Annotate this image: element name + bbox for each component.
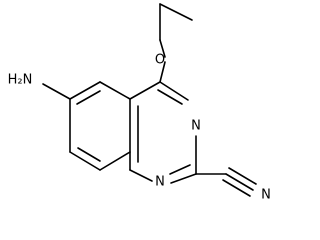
bond-o-c4 bbox=[159, 61, 166, 83]
bond-c2-n1 bbox=[170, 173, 197, 184]
bond-c4a-c5 bbox=[99, 81, 131, 100]
bond-n1-c8a bbox=[129, 169, 153, 182]
bond-c4-c4a bbox=[129, 81, 161, 100]
amine-label: H₂N bbox=[8, 73, 33, 88]
bond-ethyl-ch3 bbox=[159, 3, 193, 21]
bond-c7-c8-inner bbox=[77, 147, 101, 162]
bond-c5-c6-inner bbox=[76, 90, 101, 105]
bond-c5-c6 bbox=[69, 81, 101, 100]
n1-label: N bbox=[155, 175, 165, 190]
bond-c8-c8a bbox=[99, 151, 131, 171]
bond-c6-nh2 bbox=[42, 83, 71, 100]
n3-label: N bbox=[191, 119, 201, 134]
bond-c2-n1-inner bbox=[169, 164, 191, 175]
bond-c4-n3 bbox=[159, 81, 189, 101]
bond-c4-n3-inner bbox=[157, 89, 183, 105]
bond-cn-triple-3 bbox=[222, 179, 251, 197]
bond-cn-triple-2 bbox=[228, 167, 257, 185]
nitrile-n-label: N bbox=[261, 188, 271, 203]
oxygen-label: O bbox=[155, 53, 165, 68]
structure-diagram: O N N N H₂N bbox=[7, 3, 271, 203]
bond-c7-c8 bbox=[69, 151, 101, 171]
molecule-drawing: O N N N H₂N bbox=[8, 3, 271, 203]
bond-cn-triple-1 bbox=[225, 173, 254, 191]
bond-ch2-o bbox=[159, 39, 166, 58]
